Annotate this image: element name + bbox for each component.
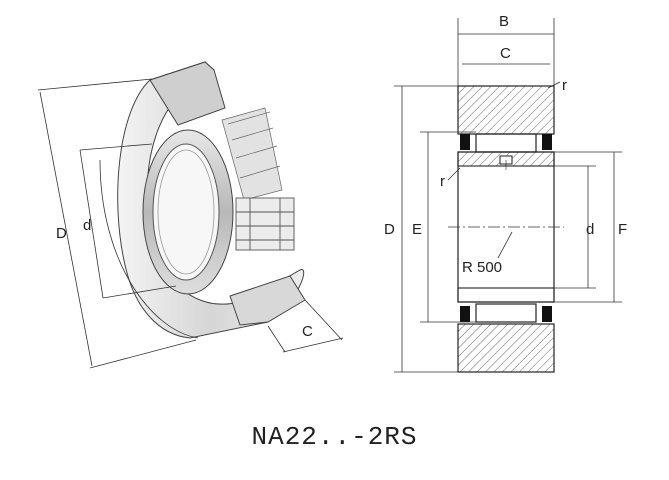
roller-cage-section (235, 197, 295, 251)
right-label-B: B (499, 13, 509, 30)
model-caption: NA22..-2RS (251, 422, 418, 452)
right-label-r-left: r (440, 173, 445, 190)
right-label-r-top: r (562, 77, 567, 94)
perspective-view: D d C (37, 61, 344, 369)
inner-bore (152, 143, 220, 281)
right-label-F: F (618, 221, 627, 238)
section-view: B C r r D E d F R 500 (384, 13, 627, 373)
outer-ring-cut-face (149, 61, 226, 126)
left-label-d: d (83, 217, 91, 234)
right-label-d: d (586, 221, 594, 238)
right-label-C: C (500, 45, 511, 62)
outer-ring-bottom-face (229, 275, 306, 326)
outer-ring-bottom-section (457, 323, 555, 373)
seals (460, 134, 552, 322)
needle-rollers (221, 107, 283, 201)
left-label-C: C (302, 323, 313, 340)
inner-ring-bottom-section (457, 287, 555, 303)
left-label-D: D (56, 225, 67, 242)
right-label-D: D (384, 221, 395, 238)
right-label-R500: R 500 (462, 259, 502, 276)
outer-ring-top-section (457, 85, 555, 135)
right-label-E: E (412, 221, 422, 238)
